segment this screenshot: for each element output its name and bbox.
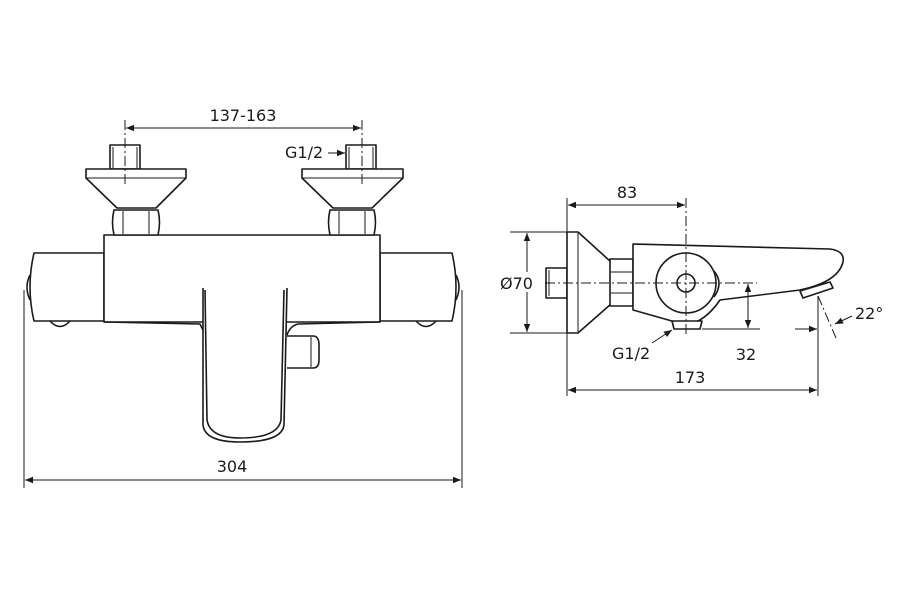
diameter-label: Ø70 [500, 274, 533, 293]
side-view: 83 Ø70 G1/2 32 173 22° [499, 183, 883, 396]
projection-label: 83 [617, 183, 637, 202]
right-inlet [301, 144, 404, 236]
spout-angle-label: 22° [855, 304, 883, 323]
spout-front [202, 287, 288, 443]
outlet-height-label: 32 [736, 345, 756, 364]
overall-width-label: 304 [217, 457, 248, 476]
left-inlet [85, 144, 187, 236]
inlet-spacing-label: 137-163 [210, 106, 277, 125]
left-handle-tube [29, 252, 105, 322]
front-view: 137-163 G1/2 304 [23, 106, 463, 488]
depth-label: 173 [675, 368, 706, 387]
outlet-thread-label: G1/2 [612, 344, 650, 363]
inlet-thread-label: G1/2 [285, 143, 323, 162]
diverter-knob [287, 335, 320, 369]
right-handle-tube [379, 252, 457, 322]
spout-aerator [799, 281, 834, 299]
bottom-outlet [671, 320, 703, 330]
